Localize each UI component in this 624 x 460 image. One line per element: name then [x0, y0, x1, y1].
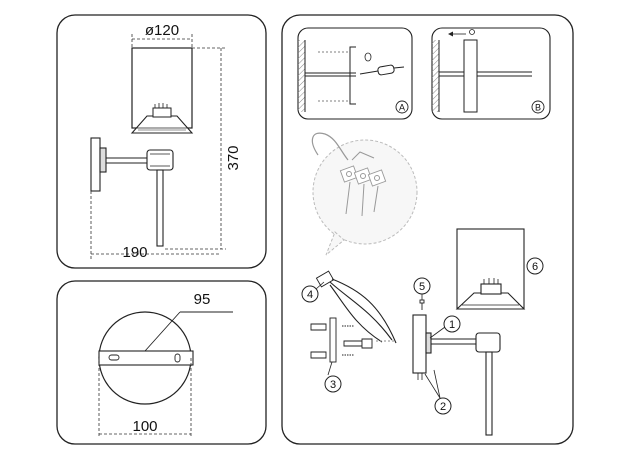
- step-4-badge: [301, 285, 319, 303]
- lamp-body-side: [90, 137, 174, 247]
- detail-a: A: [297, 27, 413, 120]
- height-dimension: [165, 47, 226, 250]
- shade-diameter-label: ø120: [145, 22, 179, 39]
- bracket-slot-left: [108, 354, 120, 361]
- step-4-label: 4: [307, 289, 313, 301]
- installation-panel: A B: [281, 14, 574, 445]
- step-3-label: 3: [330, 379, 336, 391]
- detail-b-badge: [531, 100, 545, 114]
- wire-connector: [315, 270, 397, 344]
- step-1-badge: [443, 315, 461, 333]
- side-view-panel: ø120 370: [56, 14, 267, 269]
- detail-b-label: B: [535, 103, 541, 113]
- step-6-badge: [526, 257, 544, 275]
- lamp-assembly: [412, 228, 526, 436]
- step-6-label: 6: [532, 261, 538, 273]
- base-width-leader: [144, 311, 181, 352]
- assembly-screws: [417, 373, 423, 380]
- wiring-callout: [311, 132, 418, 256]
- base-plate-panel: 95 100: [56, 280, 267, 445]
- step-callouts: [315, 281, 446, 399]
- detail-b: B: [431, 27, 551, 120]
- step-2-label: 2: [440, 401, 446, 413]
- bracket-slot-right: [174, 353, 181, 363]
- step-1-label: 1: [449, 319, 455, 331]
- projection-dimension: [90, 191, 221, 259]
- step-2-badge: [434, 397, 452, 415]
- shade-diameter-dimension: [131, 34, 193, 48]
- step-5-label: 5: [419, 281, 425, 293]
- detail-a-label: A: [399, 103, 405, 113]
- installation-frame: [281, 14, 574, 445]
- height-label: 370: [225, 145, 242, 170]
- step-3-badge: [324, 375, 342, 393]
- lamp-shade: [130, 47, 194, 134]
- base-diameter-label: 100: [132, 418, 157, 435]
- detail-a-badge: [395, 100, 409, 114]
- projection-label: 190: [122, 244, 147, 261]
- base-width-label: 95: [194, 291, 211, 308]
- step-5-badge: [413, 277, 431, 295]
- fixing-screw: [419, 299, 425, 310]
- wall-bracket: [310, 317, 395, 363]
- base-diameter-dimension: [98, 358, 192, 438]
- base-plate-frame: [56, 280, 267, 445]
- side-view-frame: [56, 14, 267, 269]
